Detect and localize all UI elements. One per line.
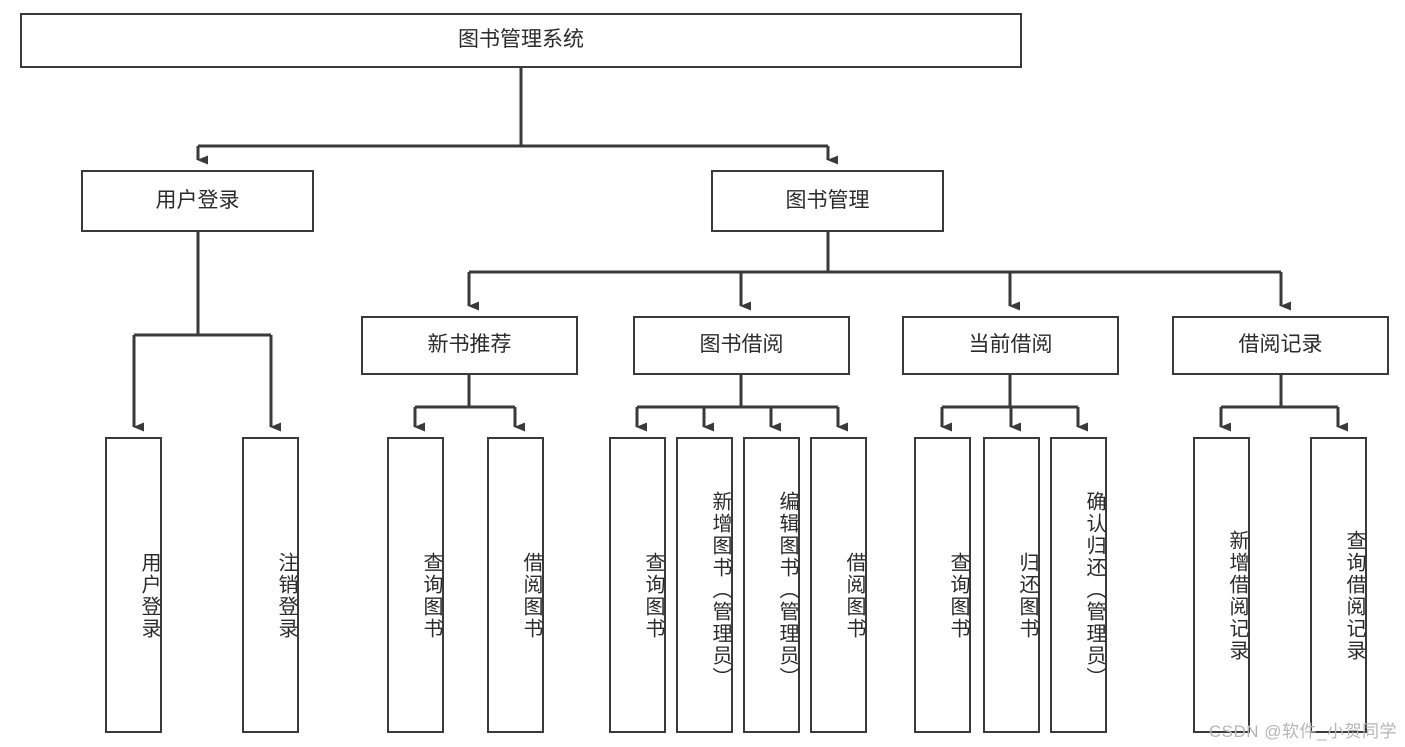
node-root-label: 图书管理系统: [458, 28, 584, 52]
node-user-login-label: 用户登录: [155, 188, 240, 212]
node-book-manage-label: 图书管理: [785, 188, 870, 212]
node-leaf-query-book-rec[interactable]: 查询图书: [387, 437, 444, 733]
node-book-manage[interactable]: 图书管理: [711, 170, 944, 232]
node-new-book-recommend-label: 新书推荐: [427, 333, 512, 357]
node-leaf-query-record[interactable]: 查询借阅记录: [1310, 437, 1367, 733]
node-leaf-add-record-label: 新增借阅记录: [1226, 530, 1248, 662]
node-leaf-edit-book-admin[interactable]: 编辑图书（管理员）: [743, 437, 800, 733]
node-leaf-query-book-cur-label: 查询图书: [947, 552, 969, 640]
node-leaf-add-book-admin-label: 新增图书（管理员）: [709, 491, 731, 689]
node-current-borrow[interactable]: 当前借阅: [902, 316, 1119, 375]
node-leaf-query-book-borrow-label: 查询图书: [642, 552, 664, 640]
node-leaf-add-book-admin[interactable]: 新增图书（管理员）: [676, 437, 733, 733]
node-leaf-borrow-book-label: 借阅图书: [843, 552, 865, 640]
node-leaf-query-book-rec-label: 查询图书: [420, 552, 442, 640]
node-leaf-borrow-book[interactable]: 借阅图书: [810, 437, 867, 733]
node-leaf-confirm-return-admin-label: 确认归还（管理员）: [1083, 491, 1105, 689]
node-leaf-query-record-label: 查询借阅记录: [1343, 530, 1365, 662]
node-user-login[interactable]: 用户登录: [81, 170, 314, 232]
node-new-book-recommend[interactable]: 新书推荐: [361, 316, 578, 375]
node-book-borrow-label: 图书借阅: [699, 333, 784, 357]
node-leaf-logout[interactable]: 注销登录: [242, 437, 299, 733]
node-book-borrow[interactable]: 图书借阅: [633, 316, 850, 375]
node-borrow-record-label: 借阅记录: [1238, 333, 1323, 357]
node-borrow-record[interactable]: 借阅记录: [1172, 316, 1389, 375]
node-root[interactable]: 图书管理系统: [20, 13, 1022, 68]
node-current-borrow-label: 当前借阅: [968, 333, 1053, 357]
node-leaf-return-book-label: 归还图书: [1016, 552, 1038, 640]
node-leaf-borrow-book-rec[interactable]: 借阅图书: [487, 437, 544, 733]
node-leaf-confirm-return-admin[interactable]: 确认归还（管理员）: [1050, 437, 1107, 733]
node-leaf-query-book-borrow[interactable]: 查询图书: [609, 437, 666, 733]
node-leaf-return-book[interactable]: 归还图书: [983, 437, 1040, 733]
node-leaf-add-record[interactable]: 新增借阅记录: [1193, 437, 1250, 733]
node-leaf-query-book-cur[interactable]: 查询图书: [914, 437, 971, 733]
node-leaf-user-login-label: 用户登录: [138, 552, 160, 640]
node-leaf-borrow-book-rec-label: 借阅图书: [520, 552, 542, 640]
node-leaf-edit-book-admin-label: 编辑图书（管理员）: [776, 491, 798, 689]
node-leaf-user-login[interactable]: 用户登录: [105, 437, 162, 733]
node-leaf-logout-label: 注销登录: [275, 552, 297, 640]
